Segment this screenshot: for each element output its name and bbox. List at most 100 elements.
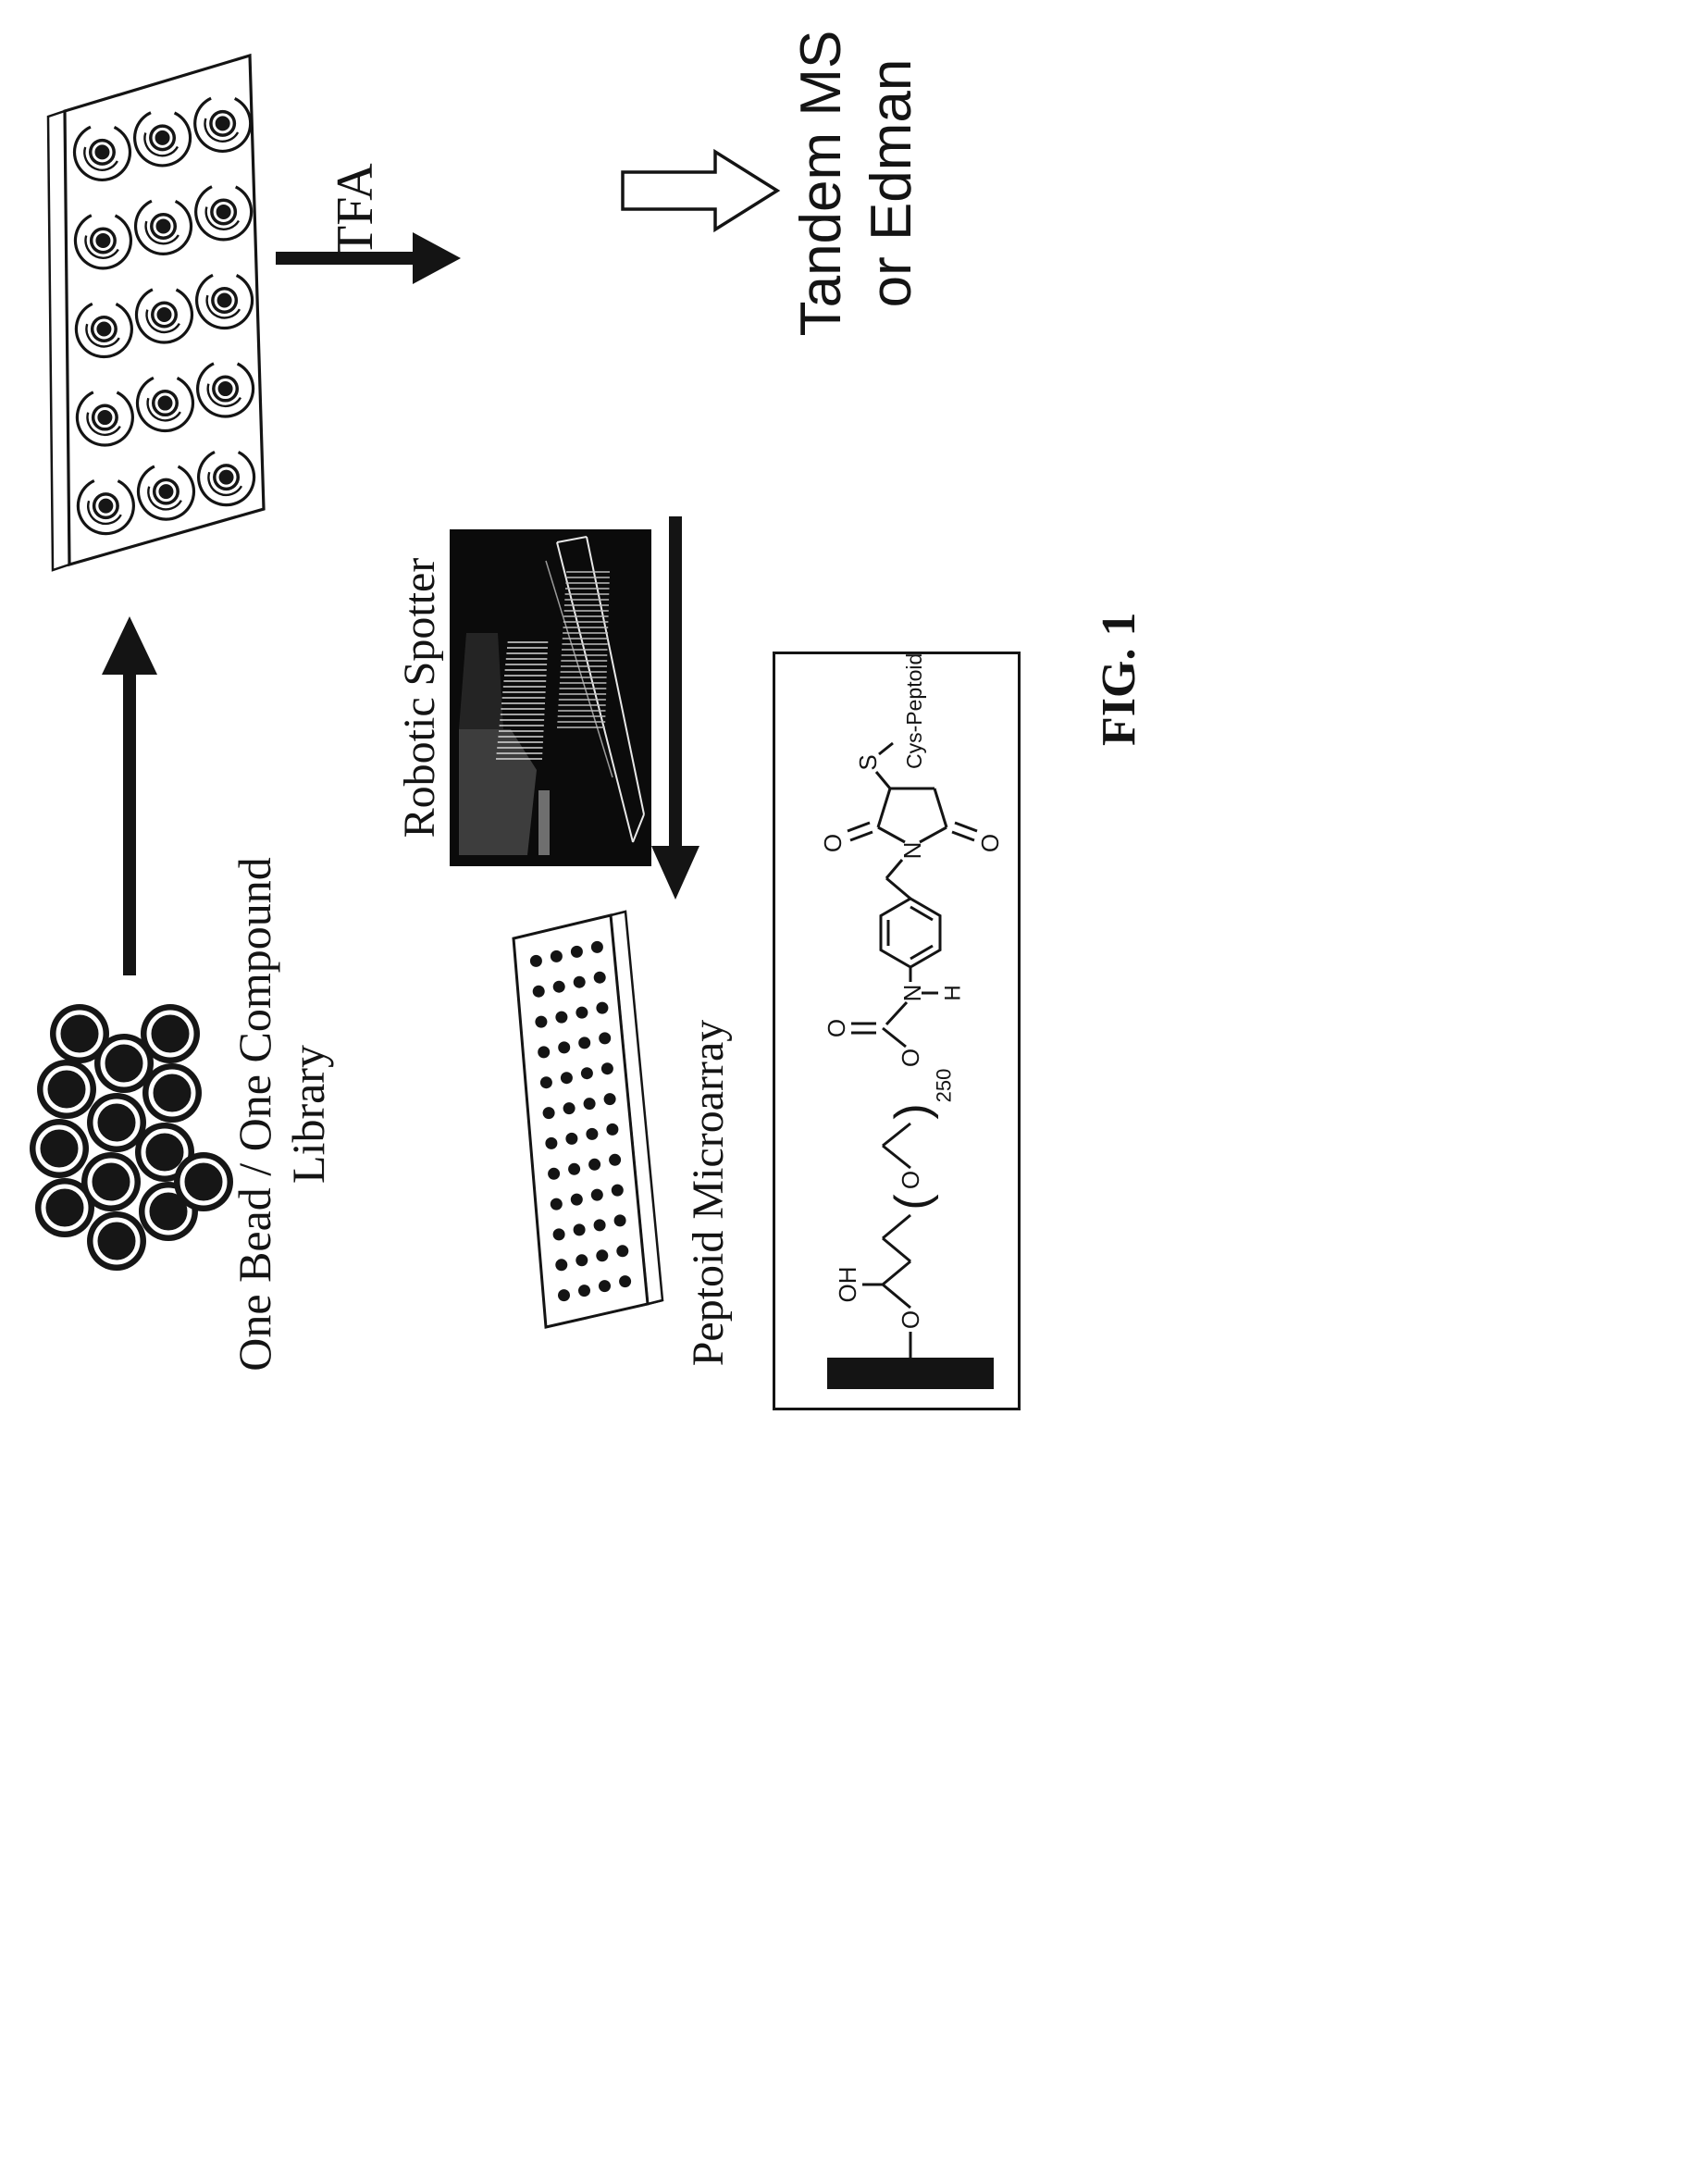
plate-well [76,478,135,536]
microarray-dot [563,1102,576,1115]
microarray-dot [532,985,545,998]
microarray-dot [590,940,603,953]
microarray-dot [558,1289,570,1302]
microarray-dot [611,1184,624,1197]
microarray-slide [512,910,664,1329]
tandem-ms-label-line1: Tandem MS [789,30,853,337]
atom-o-imide-top: O [819,834,847,852]
microarray-dot [573,975,586,988]
flow-arrow-library-to-plate [102,616,157,975]
microarray-dot [576,1006,588,1019]
microarray-dot [550,1198,563,1210]
plate-well [196,362,255,418]
atom-n-amide: N [898,985,926,1002]
microarray-dot [596,1249,609,1262]
library-bead [37,1060,96,1119]
microarray-dot [529,954,542,967]
plate-well [75,391,134,447]
bead-library-label-line2: Library [282,1045,334,1184]
microarray-dot [580,1067,593,1080]
microarray-dot [539,1076,552,1089]
microarray-dot [578,1037,591,1049]
plate-well [134,288,194,344]
linker-structure: O OH ( O ) 250 O O N H N O O S Cys-Pepto… [819,653,1004,1389]
microarray-dot [593,971,606,984]
microarray-dot [558,1041,571,1054]
tandem-ms-label-line2: or Edman [860,58,923,308]
atom-o-carbonyl: O [823,1019,850,1037]
microarray-dot [552,1228,565,1241]
release-arrow-outline [621,148,781,233]
microarray-dot [599,1280,611,1293]
library-bead [141,1004,200,1063]
tfa-label: TFA [327,163,384,257]
spotter-to-array-arrow [651,516,699,900]
atom-o-peg: O [897,1171,924,1189]
microarray-dot [565,1132,578,1145]
microarray-dot [545,1136,558,1149]
microarray-dot [606,1123,619,1136]
paren-close: ) [885,1103,939,1119]
microarray-dot [613,1214,626,1227]
plate-well [136,465,196,521]
robotic-spotter-label: Robotic Spotter [395,557,444,838]
structure-bonds [847,741,978,1358]
microarray-dot [548,1167,561,1180]
microarray-dot [588,1158,601,1171]
microarray-dot [552,980,565,993]
fig-caption: FIG. 1 [1093,612,1145,746]
microarray-dot [609,1153,622,1166]
plate-well [73,214,132,270]
atom-o-surface: O [897,1310,924,1329]
atom-oh: OH [834,1267,861,1303]
microarray-dot [586,1127,599,1140]
atom-h-amide: H [941,985,966,1000]
library-bead [142,1063,202,1123]
microarray-dot [568,1162,581,1175]
cys-peptoid-label: Cys-Peptoid [902,654,926,769]
bead-library-label-line1: One Bead / One Compound [229,857,280,1372]
library-bead [87,1211,146,1271]
atom-o-ester: O [897,1049,924,1067]
repeat-count: 250 [933,1069,956,1103]
microarray-dot [596,1001,609,1014]
microarray-dot [619,1275,632,1288]
library-bead [174,1152,233,1211]
plate-well [197,450,256,507]
microarray-dot [603,1093,616,1106]
microarray-dot [573,1223,586,1236]
microarray-dot [555,1259,568,1272]
library-bead [30,1119,89,1178]
structure-box: O OH ( O ) 250 O O N H N O O S Cys-Pepto… [773,652,1021,1410]
plate-well [72,125,132,182]
slide-surface-bar [827,1358,994,1389]
bead-library-cluster [26,997,235,1295]
tandem-ms-label: Tandem MS or Edman [786,17,927,350]
microarray-dot [535,1015,548,1028]
tfa-arrow [276,232,461,284]
spotter-machine-shape [459,729,537,855]
microarray-dot [600,1062,613,1075]
plate-well [133,111,192,168]
microarray-dot [560,1072,573,1085]
plate-well [74,302,133,359]
microarray-dot [555,1011,568,1024]
robotic-spotter-photo [450,529,651,866]
microarray-dot [570,945,583,958]
atom-s: S [854,754,882,770]
spotter-machine-shade [459,633,503,729]
microarray-dot [593,1219,606,1232]
microtiter-plate [46,53,266,572]
microarray-dot [542,1107,555,1120]
microarray-dot [570,1193,583,1206]
microarray-dot [583,1098,596,1111]
paren-open: ( [885,1194,939,1210]
plate-well [193,96,253,154]
plate-well [194,185,254,242]
microarray-dot [599,1032,612,1045]
plate-well [195,273,254,330]
atom-n-imide: N [898,842,926,860]
microarray-dot [538,1046,551,1059]
